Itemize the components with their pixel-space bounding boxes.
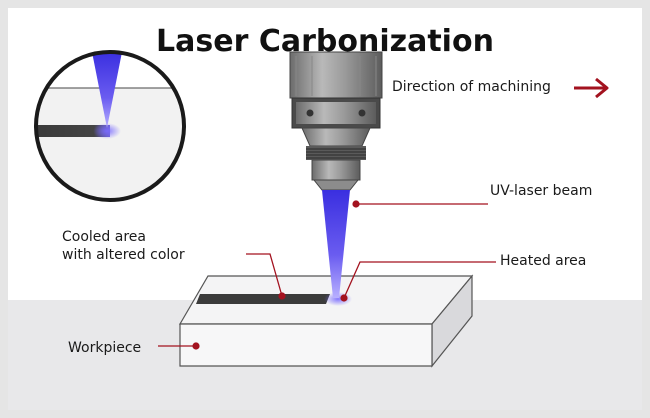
callout-dots <box>192 200 360 350</box>
magnifier-inset <box>34 50 186 202</box>
diagram-title: Laser Carbonization <box>156 24 494 59</box>
heated-area-label: Heated area <box>500 253 587 269</box>
uv-laser-beam <box>322 190 350 298</box>
beam-callout-dot <box>352 200 360 208</box>
workpiece-block <box>178 274 474 368</box>
workpiece-label: Workpiece <box>68 340 142 356</box>
cooled-callout-dot <box>278 292 286 300</box>
inset-carbonized-mark <box>36 125 110 137</box>
carbonized-track <box>196 294 330 304</box>
heated-callout-dot <box>340 294 348 302</box>
inset-workpiece-surface <box>36 88 184 200</box>
inset-laser-beam <box>92 52 122 128</box>
direction-label: Direction of machining <box>392 79 551 95</box>
beam-label: UV-laser beam <box>490 183 593 199</box>
cooled-area-label: Cooled area with altered color <box>62 228 185 264</box>
inset-heated-spot <box>93 123 121 139</box>
arrow-right-icon <box>574 77 609 99</box>
cooled-area-label-line2: with altered color <box>62 247 185 263</box>
laser-head <box>289 51 383 191</box>
cooled-area-label-line1: Cooled area <box>62 229 146 245</box>
workpiece-callout-dot <box>192 342 200 350</box>
callout-lines <box>158 203 496 347</box>
